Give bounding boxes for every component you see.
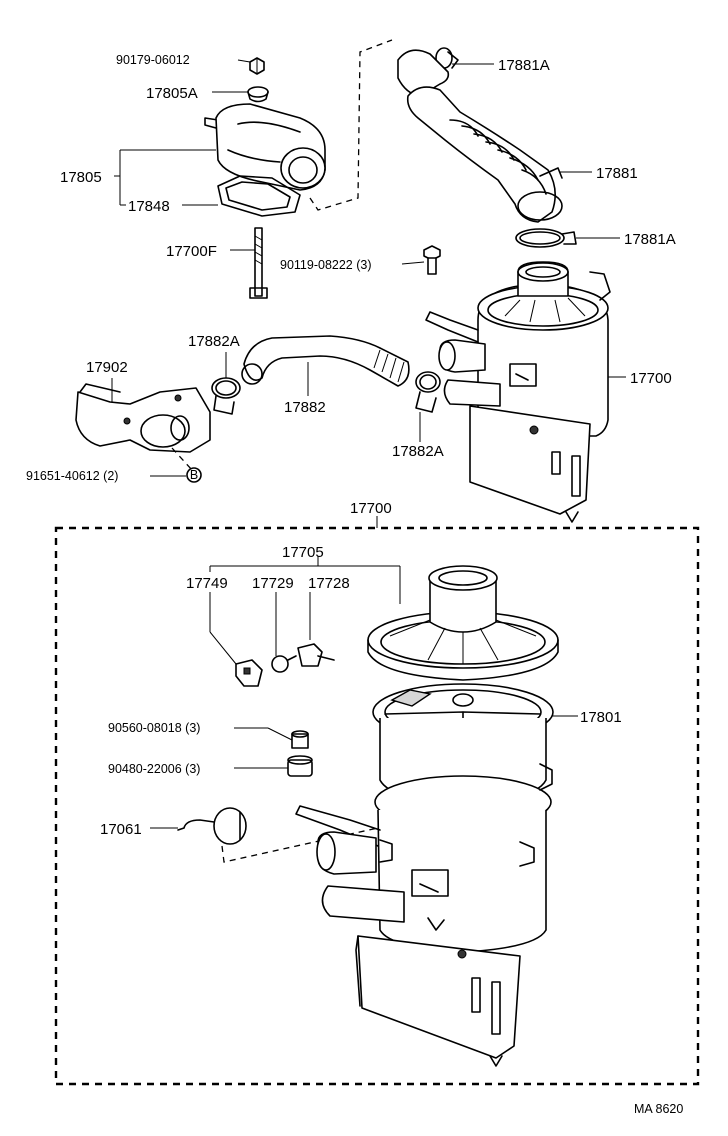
label-17805: 17805 [60, 169, 102, 186]
label-17700f: 17700F [166, 243, 217, 260]
label-17881a-bottom: 17881A [624, 231, 676, 248]
label-17700-box: 17700 [350, 500, 392, 517]
label-17902: 17902 [86, 359, 128, 376]
air-cleaner-case [295, 763, 553, 953]
part-labels: 90179-06012 17805A 17805 17848 17700F 90… [26, 53, 683, 1116]
label-17848: 17848 [128, 198, 170, 215]
clamp-17881a-bottom [515, 228, 577, 248]
label-17882: 17882 [284, 399, 326, 416]
collar-90560 [291, 730, 309, 749]
label-90480-22006: 90480-22006 (3) [108, 762, 200, 776]
stud-17700f [249, 227, 268, 299]
label-17882a-right: 17882A [392, 443, 444, 460]
bracket-17902 [75, 383, 211, 453]
label-17801: 17801 [580, 709, 622, 726]
label-17881a-top: 17881A [498, 57, 550, 74]
label-91651-40612: 91651-40612 (2) [26, 469, 118, 483]
clamp-17882a-right [415, 371, 441, 413]
label-17705: 17705 [282, 544, 324, 561]
reference-mark-b: B [186, 467, 202, 483]
label-17700-top: 17700 [630, 370, 672, 387]
clamp-17882a-left [211, 377, 241, 415]
valve-17728 [287, 592, 335, 667]
nut-90179 [249, 57, 265, 75]
label-90119-08222: 90119-08222 (3) [280, 258, 372, 272]
label-17729: 17729 [252, 575, 294, 592]
intake-hose-17881 [397, 49, 563, 223]
gasket-17848 [217, 175, 301, 217]
grommet-90480 [287, 755, 313, 777]
label-17061: 17061 [100, 821, 142, 838]
top-leader-lines [111, 59, 626, 477]
air-cleaner-case-bottom [355, 935, 521, 1067]
mark-b-text: B [190, 468, 198, 482]
air-cleaner-assembly-17700 [425, 261, 611, 523]
clip-17749 [209, 592, 263, 687]
label-90179-06012: 90179-06012 [116, 53, 190, 67]
label-90560-08018: 90560-08018 (3) [108, 721, 200, 735]
label-17728: 17728 [308, 575, 350, 592]
sensor-17061 [177, 807, 247, 845]
washer-17729 [271, 592, 289, 673]
bolt-90119 [423, 245, 441, 275]
cap-assembly-17705 [367, 565, 559, 681]
label-17805a: 17805A [146, 85, 198, 102]
label-17882a-left: 17882A [188, 333, 240, 350]
diagram-code: MA 8620 [634, 1102, 683, 1116]
grommet-17805a [247, 86, 269, 103]
label-17749: 17749 [186, 575, 228, 592]
label-17881: 17881 [596, 165, 638, 182]
hose-17882 [241, 335, 410, 387]
bracket-17705-leader [209, 556, 401, 604]
bottom-leader-lines [150, 715, 578, 829]
